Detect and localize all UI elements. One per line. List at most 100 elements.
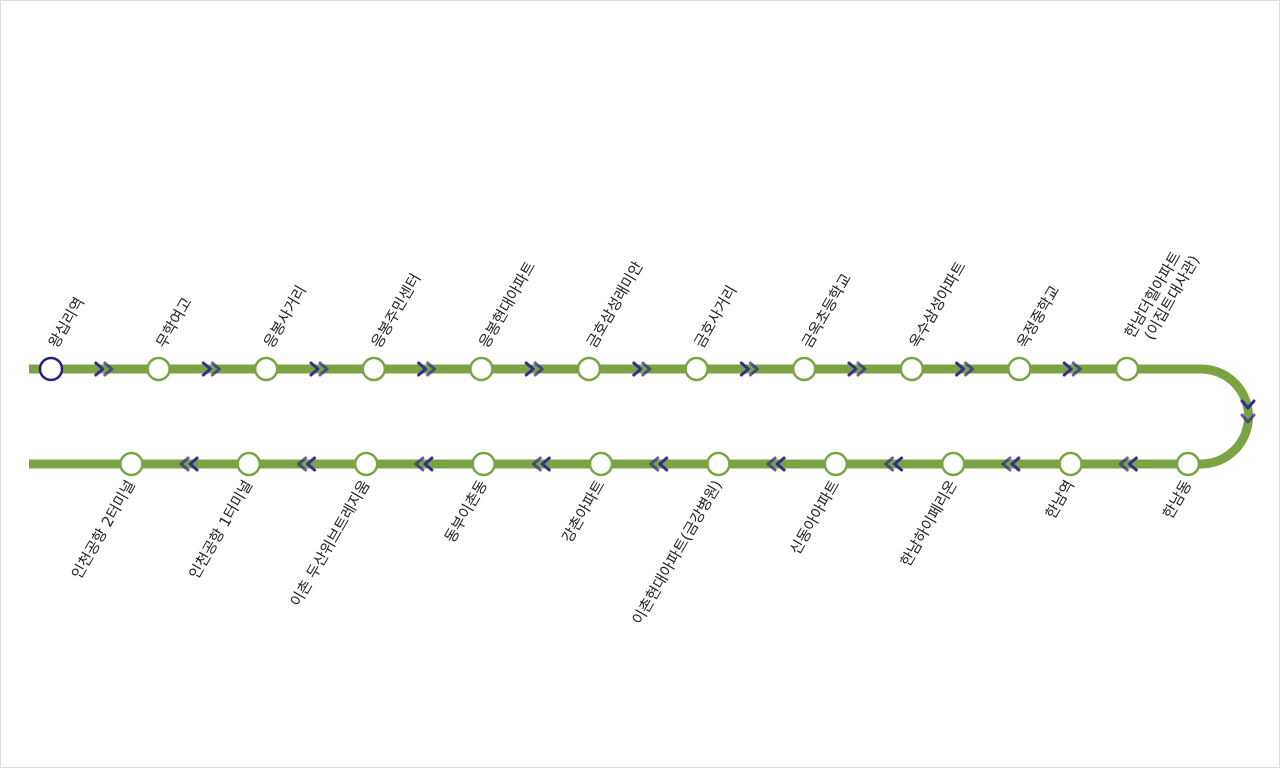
station-label-outbound: 옥정중학교	[1013, 282, 1063, 351]
station-marker	[940, 451, 966, 477]
station-label-outbound: 응봉현대아파트	[475, 258, 539, 351]
stations	[38, 356, 1201, 477]
station-name: 한남하이페리온	[897, 477, 961, 570]
station-marker	[823, 451, 849, 477]
chevron	[775, 456, 786, 472]
arrow-outbound	[309, 361, 329, 377]
station-name: 옥정중학교	[1013, 282, 1063, 351]
chevron	[179, 456, 190, 472]
station-name: 응봉사거리	[260, 282, 310, 351]
station-marker	[469, 356, 494, 382]
chevron	[766, 456, 777, 472]
chevron	[423, 456, 434, 472]
chevron	[210, 361, 221, 377]
chevron	[856, 361, 867, 377]
station-name: 인천공항 2터미널	[68, 477, 139, 582]
chevron	[658, 456, 669, 472]
chevron	[103, 361, 114, 377]
station-name: 왕십리역	[45, 294, 88, 351]
station-name: 강촌아파트	[558, 477, 608, 546]
station-name: 한남역	[1042, 477, 1078, 522]
chevron	[955, 361, 966, 377]
station-name: 신동아아파트	[786, 477, 843, 558]
station-marker	[236, 451, 262, 477]
station-label-outbound: 금호삼성래미안	[583, 258, 647, 351]
chevron	[306, 456, 316, 472]
station-label-inbound: 강촌아파트	[558, 477, 608, 546]
chevron	[414, 456, 425, 472]
arrow-inbound	[531, 456, 551, 472]
station-label-inbound: 한남하이페리온	[897, 477, 961, 570]
chevron	[94, 361, 105, 377]
chevron	[540, 456, 551, 472]
chevron	[739, 361, 750, 377]
station-name: 옥수삼성아파트	[906, 258, 970, 351]
station-marker	[1114, 356, 1140, 382]
station-label-outbound: 응봉주민센터	[368, 270, 425, 351]
station-marker	[1175, 451, 1201, 477]
chevron	[1240, 413, 1256, 424]
route-track	[29, 364, 1253, 469]
station-marker	[588, 451, 614, 477]
arrow-outbound	[632, 361, 652, 377]
station-label-inbound: 한남역	[1042, 477, 1078, 522]
arrow-outbound	[417, 361, 437, 377]
chevron	[893, 456, 903, 472]
station-label-inbound: 동부이촌동	[441, 477, 491, 546]
station-marker	[146, 356, 171, 382]
arrow-outbound	[955, 361, 975, 377]
arrow-inbound	[766, 456, 786, 472]
arrow-inbound	[297, 456, 316, 472]
station-marker	[1007, 356, 1032, 382]
chevron	[417, 361, 428, 377]
station-name: 응봉현대아파트	[475, 258, 539, 351]
chevron	[1010, 456, 1021, 472]
station-label-inbound: 이촌 두산위브트레지움	[287, 477, 374, 610]
station-marker	[791, 356, 817, 382]
arrow-inbound	[414, 456, 434, 472]
arrow-inbound	[179, 456, 199, 472]
station-marker	[899, 356, 925, 382]
station-name: 무학여고	[152, 294, 195, 351]
station-label-outbound: 무학여고	[152, 294, 195, 351]
station-name: 인천공항 1터미널	[185, 477, 256, 582]
chevron	[297, 456, 307, 472]
station-name: 금호삼성래미안	[583, 258, 647, 351]
station-marker	[361, 356, 387, 382]
station-marker	[353, 451, 379, 477]
station-label-inbound: 인천공항 1터미널	[185, 477, 256, 582]
chevron	[1071, 361, 1082, 377]
station-name: 동부이촌동	[441, 477, 491, 546]
station-label-inbound: 신동아아파트	[786, 477, 843, 558]
chevron	[1001, 456, 1012, 472]
chevron	[632, 361, 643, 377]
station-label-inbound: 한남동	[1159, 477, 1195, 522]
chevron	[533, 361, 544, 377]
station-label-outbound: 한남더힐아파트(이집트대사관)	[1121, 248, 1203, 343]
arrow-outbound	[1062, 361, 1082, 377]
arrow-inbound	[649, 456, 669, 472]
chevron	[964, 361, 975, 377]
station-label-outbound: 왕십리역	[45, 294, 88, 351]
chevron	[1240, 399, 1256, 410]
arrow-outbound	[739, 361, 759, 377]
station-marker	[706, 451, 731, 477]
origin-station-marker	[38, 356, 64, 382]
station-marker	[119, 451, 144, 477]
chevron	[847, 361, 858, 377]
arrow-outbound	[94, 361, 114, 377]
chevron	[748, 361, 759, 377]
arrow-outbound	[201, 361, 221, 377]
chevron	[1062, 361, 1073, 377]
route-line	[29, 364, 1253, 469]
station-label-inbound: 인천공항 2터미널	[68, 477, 139, 582]
chevron	[426, 361, 437, 377]
station-marker	[576, 356, 602, 382]
station-marker	[1058, 451, 1083, 477]
station-marker	[471, 451, 496, 477]
arrow-inbound	[1001, 456, 1021, 472]
arrow-inbound	[1118, 456, 1138, 472]
